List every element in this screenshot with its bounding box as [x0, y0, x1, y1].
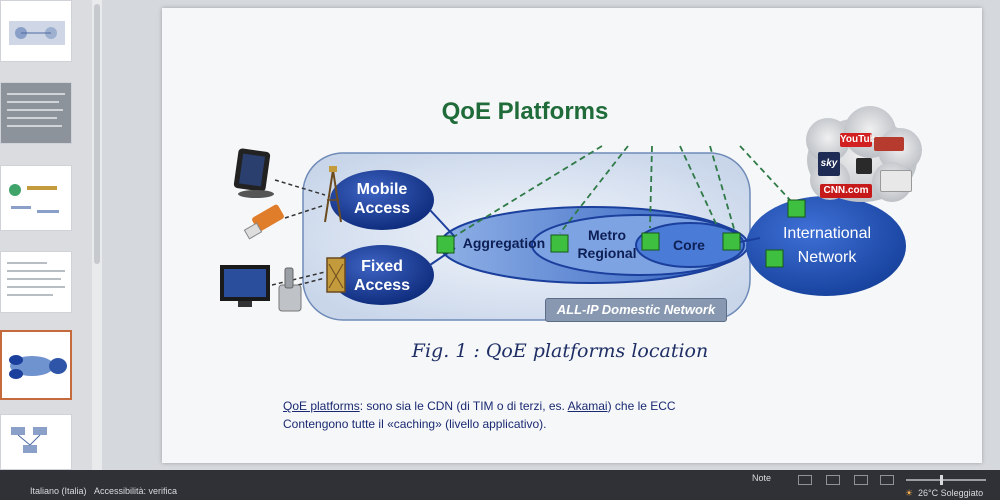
phone-icon — [278, 267, 302, 312]
mobile-tower-icon — [324, 166, 342, 223]
usb-modem-icon — [243, 204, 284, 240]
slide-thumbnail-3[interactable] — [0, 165, 72, 231]
slide-thumbnail-4[interactable] — [0, 251, 72, 313]
qoe-node-international-1 — [787, 199, 806, 218]
description-line-1-end: ) che le ECC — [607, 399, 676, 413]
slide-sorter-button[interactable] — [826, 475, 840, 485]
qoe-platforms-term: QoE platforms — [283, 399, 360, 413]
mobile-access-node — [330, 170, 434, 230]
mobile-access-label-line2: Access — [353, 200, 411, 217]
slide-thumbnail-2[interactable] — [0, 82, 72, 144]
accessibility-status[interactable]: Accessibilità: verifica — [94, 486, 178, 496]
tablet-icon — [233, 148, 274, 198]
status-bar: Italiano (Italia) Accessibilità: verific… — [0, 470, 1000, 500]
mobile-access-label: Mobile Access — [340, 180, 424, 218]
device-links — [271, 179, 326, 286]
reading-view-button[interactable] — [854, 475, 868, 485]
notes-button[interactable]: Note — [752, 473, 772, 483]
slide-thumbnail-1-preview — [9, 21, 65, 45]
international-label-line2: Network — [797, 249, 857, 266]
slide-thumbnail-1[interactable] — [0, 0, 72, 62]
youtube-logo: YouTube — [840, 133, 882, 147]
core-ring — [635, 222, 745, 268]
slide-thumbnail-3-preview — [9, 184, 59, 213]
zoom-slider-thumb[interactable] — [940, 475, 943, 485]
fixed-access-cabinet-icon — [326, 257, 346, 293]
metro-regional-label: Metro Regional — [570, 226, 644, 262]
slide-thumbnail-6-preview — [11, 427, 47, 453]
slide-thumbnail-pane: ro — [0, 0, 93, 492]
metro-regional-label-line1: Metro — [587, 227, 627, 243]
qoe-network-diagram — [220, 106, 922, 321]
core-label: Core — [673, 237, 705, 253]
slide-description[interactable]: QoE platforms: sono sia le CDN (di TIM o… — [283, 397, 803, 433]
qoe-node-aggregation — [436, 235, 455, 254]
provider-logo-4 — [856, 158, 872, 174]
international-label-line1: International — [782, 225, 872, 242]
international-network-label: International Network — [770, 222, 884, 270]
aggregation-label: Aggregation — [462, 235, 546, 251]
metro-regional-label-line2: Regional — [577, 245, 637, 261]
normal-view-button[interactable] — [798, 475, 812, 485]
qoe-node-metro — [550, 234, 569, 253]
slide-thumbnail-6[interactable] — [0, 414, 72, 470]
zoom-slider[interactable] — [906, 479, 986, 481]
language-status[interactable]: Italiano (Italia) — [30, 486, 87, 496]
description-line-1-text: : sono sia le CDN (di TIM o di terzi, es… — [359, 399, 568, 413]
fixed-access-label-line2: Access — [353, 277, 411, 294]
cnn-logo: CNN.com — [820, 184, 872, 198]
weather-status[interactable]: 26°C Soleggiato — [918, 488, 984, 498]
akamai-term: Akamai — [567, 399, 608, 413]
international-network-node — [746, 196, 906, 296]
description-line-2: Contengono tutte il «caching» (livello a… — [283, 417, 547, 431]
qoe-arrows — [454, 145, 791, 237]
mobile-access-label-line1: Mobile — [356, 181, 408, 198]
qoe-platform-nodes — [436, 199, 806, 268]
thumbnail-scrollbar-thumb[interactable] — [94, 4, 100, 264]
provider-logo-5 — [880, 170, 912, 192]
qoe-node-core-2 — [722, 232, 741, 251]
qoe-platforms-title: QoE Platforms — [441, 98, 609, 125]
provider-logo-2 — [874, 137, 904, 151]
monitor-icon — [220, 265, 270, 307]
link-mobile-aggregation — [429, 209, 456, 238]
thumbnail-scrollbar[interactable] — [92, 0, 102, 470]
slideshow-button[interactable] — [880, 475, 894, 485]
sky-logo: sky — [818, 152, 840, 176]
slide-thumbnail-5-selected[interactable] — [0, 330, 72, 400]
description-line-1: QoE platforms: sono sia le CDN (di TIM o… — [283, 397, 803, 415]
figure-caption: Fig. 1 : QoE platforms location — [411, 340, 709, 362]
fixed-access-label: Fixed Access — [340, 257, 424, 295]
fixed-access-label-line1: Fixed — [361, 258, 403, 275]
qoe-node-international-2 — [765, 249, 784, 268]
qoe-node-core-1 — [641, 232, 660, 251]
slide-thumbnail-5-preview — [9, 355, 67, 379]
all-ip-domestic-network-label: ALL-IP Domestic Network — [545, 298, 727, 322]
link-core-international — [739, 237, 761, 243]
weather-icon: ☀ — [905, 488, 914, 498]
fixed-access-node — [330, 245, 434, 305]
